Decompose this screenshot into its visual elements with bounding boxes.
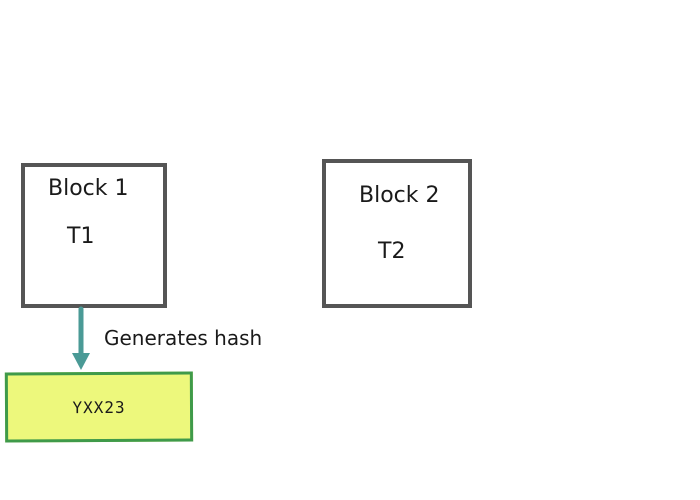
hash-node[interactable]: YXX23 (4, 371, 194, 443)
block-2-transaction: T2 (378, 239, 406, 264)
block-2-node[interactable]: Block 2 T2 (322, 159, 472, 308)
arrow-head (72, 353, 90, 370)
hash-value: YXX23 (72, 397, 126, 417)
block-1-transaction: T1 (67, 224, 95, 249)
block-2-title: Block 2 (359, 183, 440, 208)
block-1-title: Block 1 (48, 176, 129, 201)
edge-label: Generates hash (104, 326, 263, 350)
block-1-node[interactable]: Block 1 T1 (21, 163, 167, 308)
